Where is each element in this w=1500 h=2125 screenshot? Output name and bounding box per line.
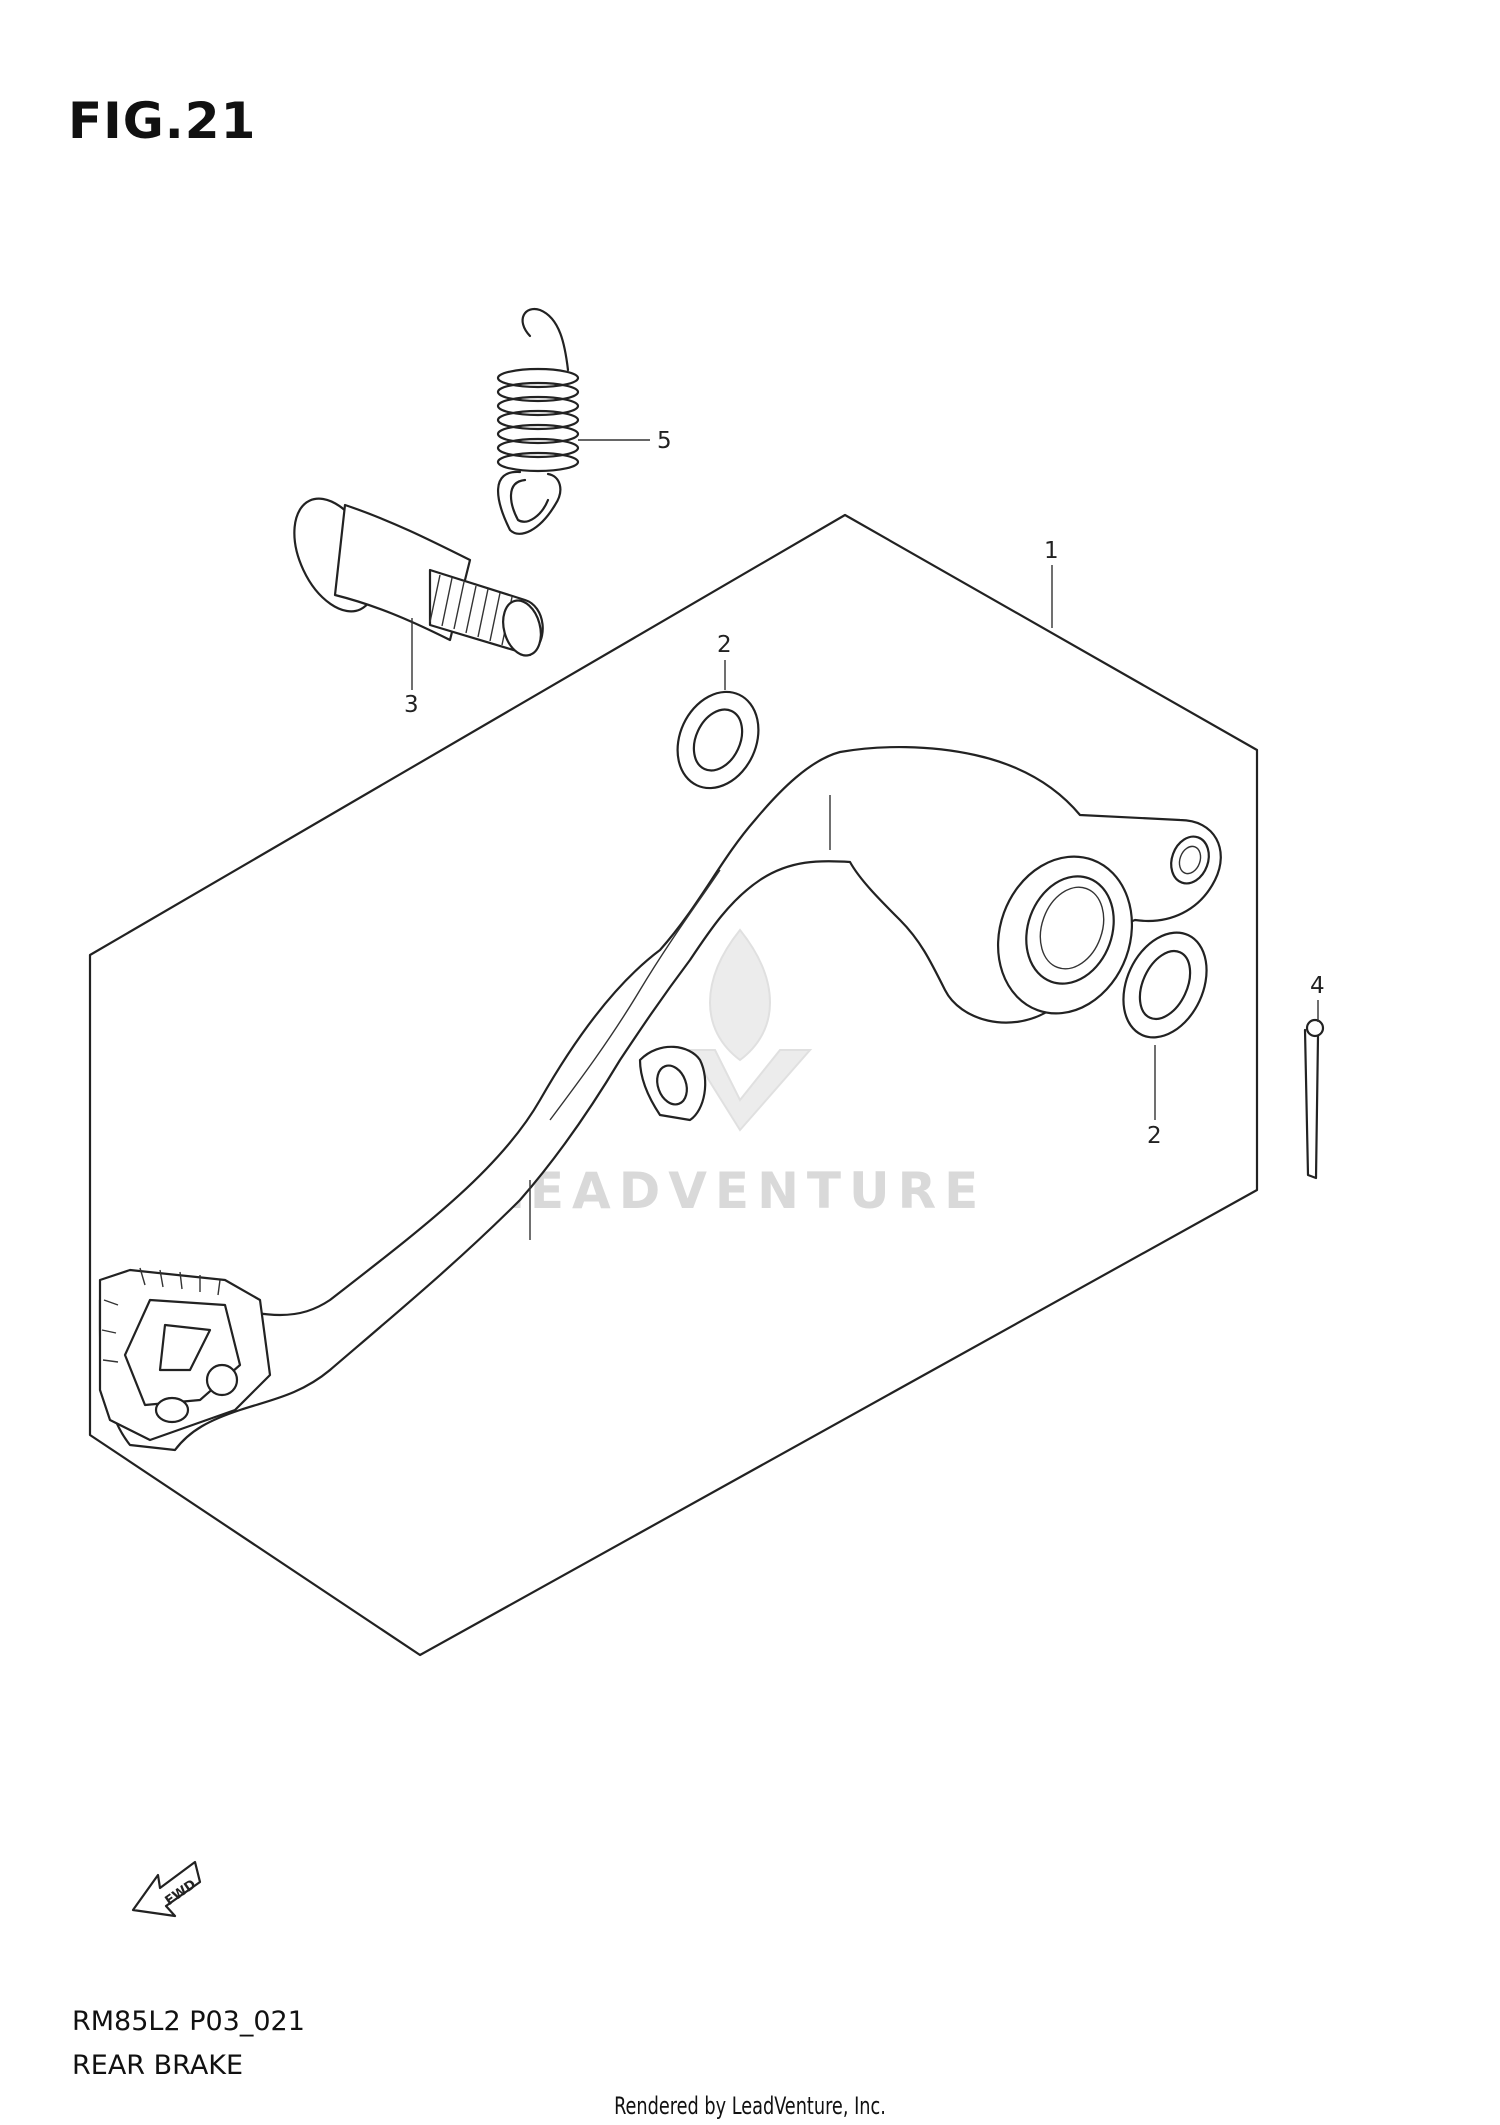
washer-upper[interactable] <box>662 679 773 802</box>
watermark: LEADVENTURE <box>490 928 986 1220</box>
fwd-arrow-icon: FWD <box>131 1860 202 1918</box>
callout-3: 3 <box>404 692 419 718</box>
callout-1: 1 <box>1044 538 1059 564</box>
callout-2-upper: 2 <box>717 632 732 658</box>
rendered-by-footer: Rendered by LeadVenture, Inc. <box>614 2092 886 2120</box>
washer-lower[interactable] <box>1107 919 1222 1051</box>
cotter-pin[interactable] <box>1303 1018 1325 1180</box>
brake-pedal[interactable] <box>98 746 1222 1452</box>
return-spring[interactable] <box>496 307 580 535</box>
assembly-outline <box>88 513 1259 1657</box>
model-code: RM85L2 P03_021 <box>72 2006 305 2037</box>
section-title: REAR BRAKE <box>72 2050 244 2081</box>
callout-2-lower: 2 <box>1147 1123 1162 1149</box>
watermark-text: LEADVENTURE <box>490 1162 986 1220</box>
callout-4: 4 <box>1310 973 1325 999</box>
callout-5: 5 <box>657 428 672 454</box>
leader-lines <box>411 439 1319 1120</box>
figure-title: FIG.21 <box>68 92 257 150</box>
pivot-bolt[interactable] <box>278 486 547 660</box>
